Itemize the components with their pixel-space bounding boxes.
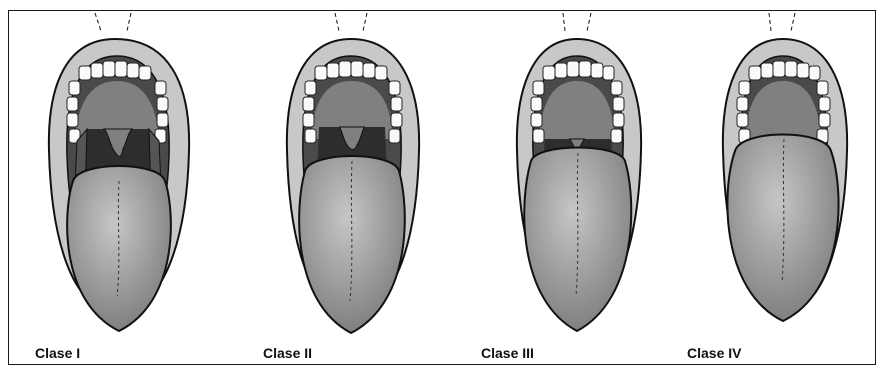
panel-clase-4: Clase IV <box>669 11 886 366</box>
mouth-clase-3-illustration <box>453 11 673 366</box>
caption-clase-1: Clase I <box>35 345 80 361</box>
mouth-clase-4-illustration <box>669 11 886 366</box>
mouth-clase-2-illustration <box>235 11 455 366</box>
caption-clase-3: Clase III <box>481 345 534 361</box>
caption-clase-2: Clase II <box>263 345 312 361</box>
panel-clase-3: Clase III <box>453 11 673 366</box>
figure-frame: Clase I <box>8 10 876 365</box>
panel-clase-1: Clase I <box>9 11 229 366</box>
caption-clase-4: Clase IV <box>687 345 741 361</box>
panel-clase-2: Clase II <box>235 11 455 366</box>
mouth-clase-1-illustration <box>9 11 229 366</box>
